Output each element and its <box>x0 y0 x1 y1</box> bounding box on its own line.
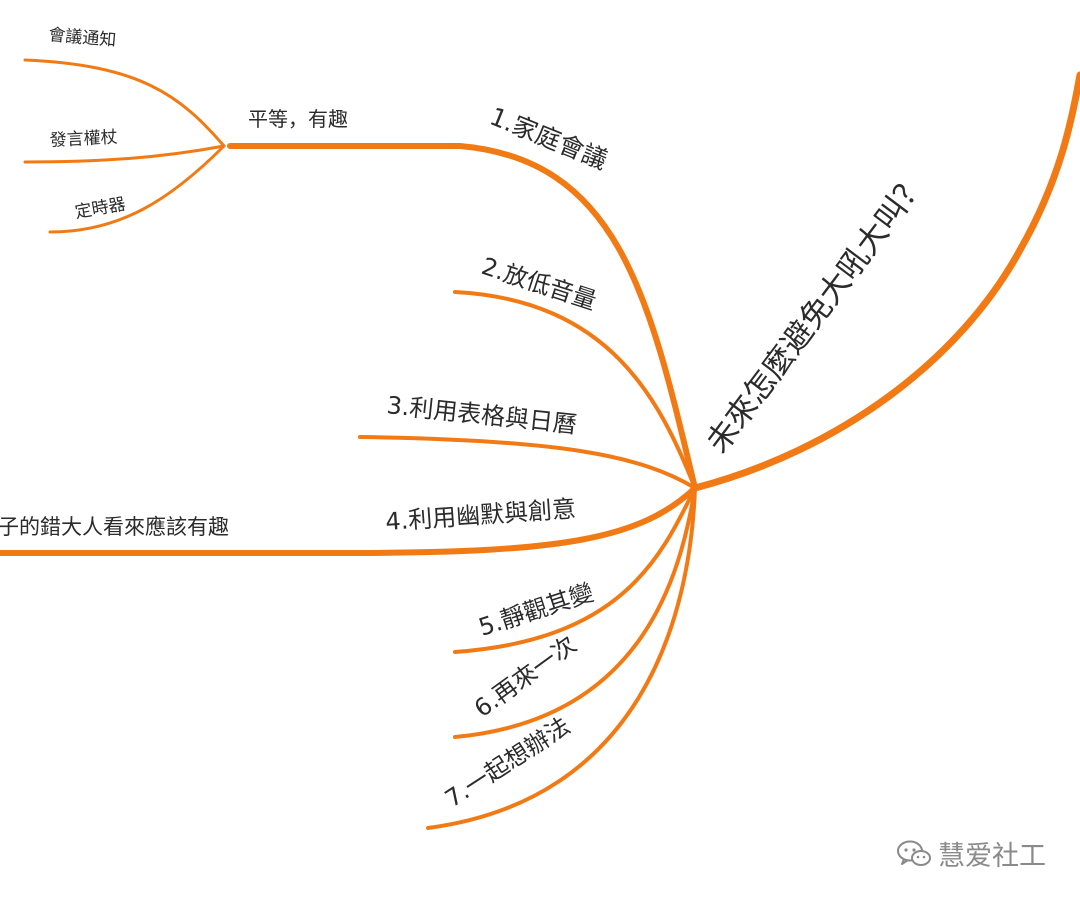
child-line-2 <box>23 144 226 164</box>
branch-4-sub-label: 子的錯大人看來應該有趣 <box>0 515 229 539</box>
child-label-2: 發言權杖 <box>49 127 118 151</box>
child-label-1: 會議通知 <box>48 25 117 51</box>
central-branch-line <box>691 71 1080 492</box>
branch-1-sub-label: 平等，有趣 <box>248 107 348 131</box>
branch-6-label: 6.再來一次 <box>469 630 582 723</box>
branch-6-line <box>453 486 697 739</box>
branch-4-label: 4.利用幽默與創意 <box>384 495 576 536</box>
branch-1-label: 1.家庭會議 <box>486 102 612 175</box>
branch-2-line <box>453 290 697 490</box>
branch-5-line <box>453 486 697 654</box>
branch-5-label: 5.靜觀其變 <box>475 578 597 641</box>
branch-7-line <box>426 486 697 830</box>
branch-4-line <box>0 485 698 556</box>
child-line-3 <box>48 144 226 234</box>
watermark: 慧爱社工 <box>896 834 1046 873</box>
watermark-text: 慧爱社工 <box>938 841 1046 872</box>
branch-1-line <box>227 143 698 491</box>
child-line-1 <box>23 58 226 148</box>
branch-2-label: 2.放低音量 <box>478 252 600 315</box>
branch-3-label: 3.利用表格與日曆 <box>385 391 578 439</box>
central-topic: 未來怎麼避免大吼大叫？ <box>700 166 934 460</box>
wechat-icon <box>896 839 932 869</box>
branch-3-line <box>358 435 697 490</box>
